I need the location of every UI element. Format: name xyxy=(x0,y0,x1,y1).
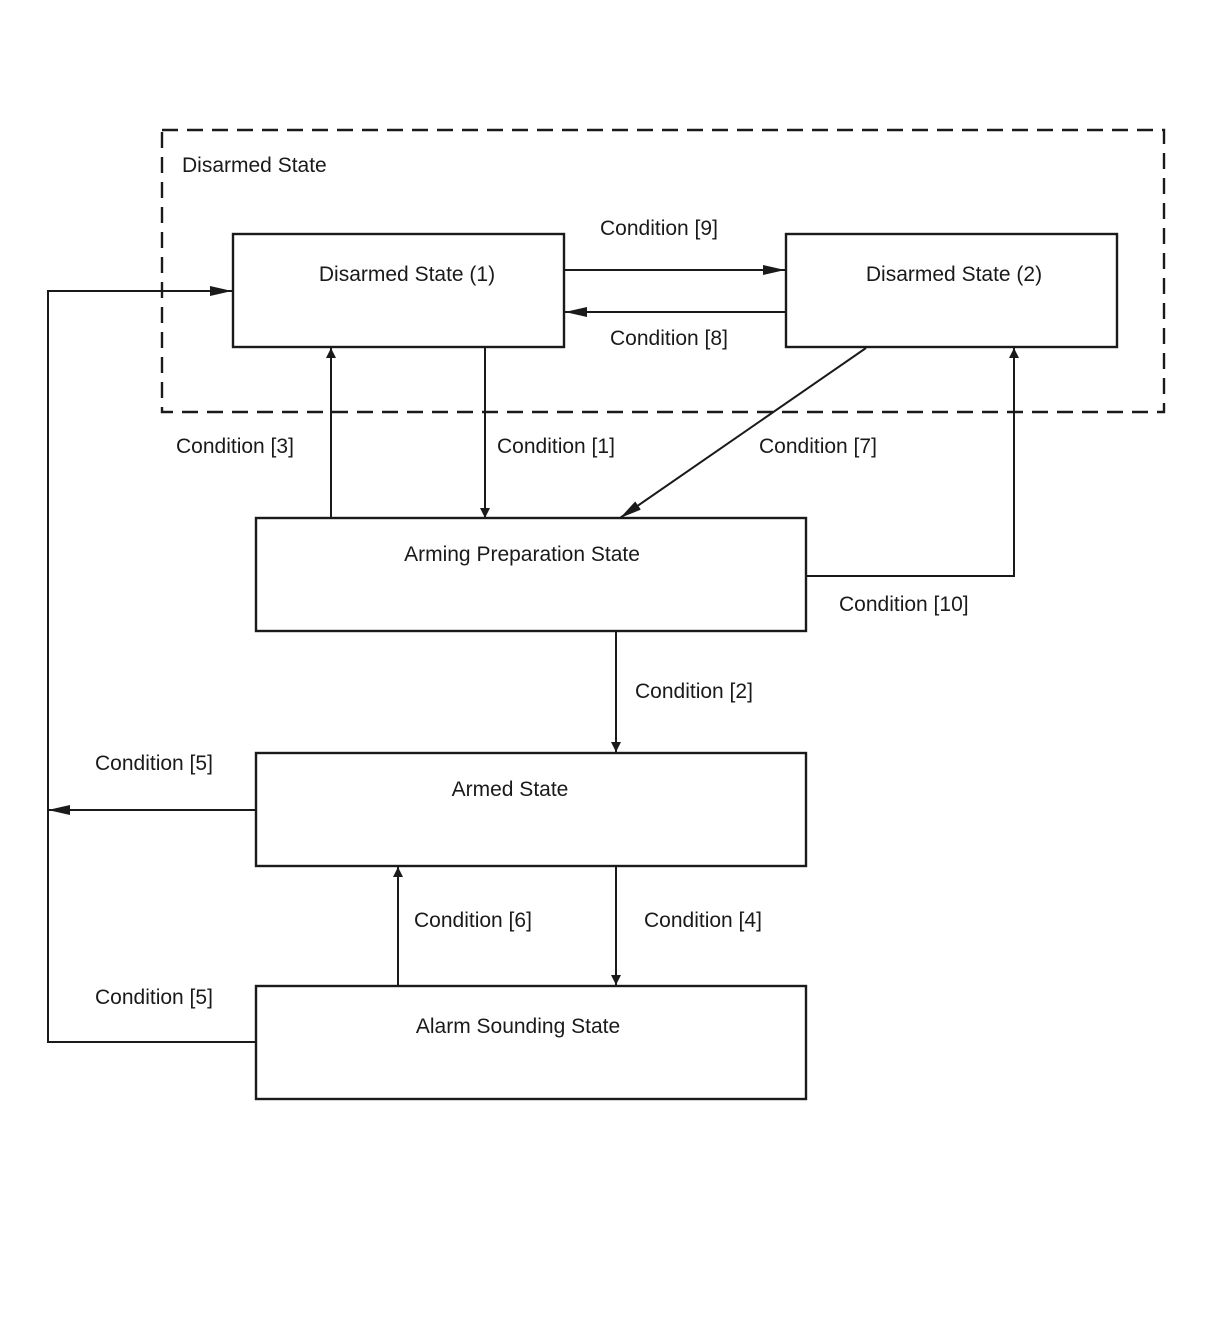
state-disarmed-1: Disarmed State (1) xyxy=(231,232,566,349)
condition-3-label: Condition [3] xyxy=(176,435,294,458)
state-arming-preparation-label: Arming Preparation State xyxy=(404,543,640,566)
condition-4-label: Condition [4] xyxy=(644,909,762,932)
condition-5-alarm-label: Condition [5] xyxy=(95,986,213,1009)
disarmed-state-group-border xyxy=(160,128,1166,414)
edge-condition-5-alarm xyxy=(47,286,256,1043)
disarmed-state-group: Disarmed State xyxy=(160,128,1166,414)
condition-1-label: Condition [1] xyxy=(497,435,615,458)
state-disarmed-2: Disarmed State (2) xyxy=(784,232,1119,349)
state-alarm-sounding: Alarm Sounding State xyxy=(254,984,808,1101)
condition-8-label: Condition [8] xyxy=(610,327,728,350)
state-arming-preparation: Arming Preparation State xyxy=(254,516,808,633)
edge-condition-10 xyxy=(806,348,1019,577)
edge-condition-7 xyxy=(619,347,867,519)
condition-5-armed-label: Condition [5] xyxy=(95,752,213,775)
disarmed-state-group-label: Disarmed State xyxy=(182,154,327,177)
state-armed-box xyxy=(254,751,808,868)
condition-9-label: Condition [9] xyxy=(600,217,718,240)
state-disarmed-2-box xyxy=(784,232,1119,349)
state-disarmed-2-label: Disarmed State (2) xyxy=(866,263,1042,286)
state-alarm-sounding-box xyxy=(254,984,808,1101)
transitions xyxy=(47,265,1019,1043)
state-alarm-sounding-label: Alarm Sounding State xyxy=(416,1015,620,1038)
state-armed: Armed State xyxy=(254,751,808,868)
condition-labels: Condition [9] Condition [8] Condition [3… xyxy=(95,217,969,1009)
condition-7-label: Condition [7] xyxy=(759,435,877,458)
condition-2-label: Condition [2] xyxy=(635,680,753,703)
condition-6-label: Condition [6] xyxy=(414,909,532,932)
condition-10-label: Condition [10] xyxy=(839,593,969,616)
state-disarmed-1-box xyxy=(231,232,566,349)
state-arming-preparation-box xyxy=(254,516,808,633)
state-armed-label: Armed State xyxy=(452,778,569,801)
state-disarmed-1-label: Disarmed State (1) xyxy=(319,263,495,286)
